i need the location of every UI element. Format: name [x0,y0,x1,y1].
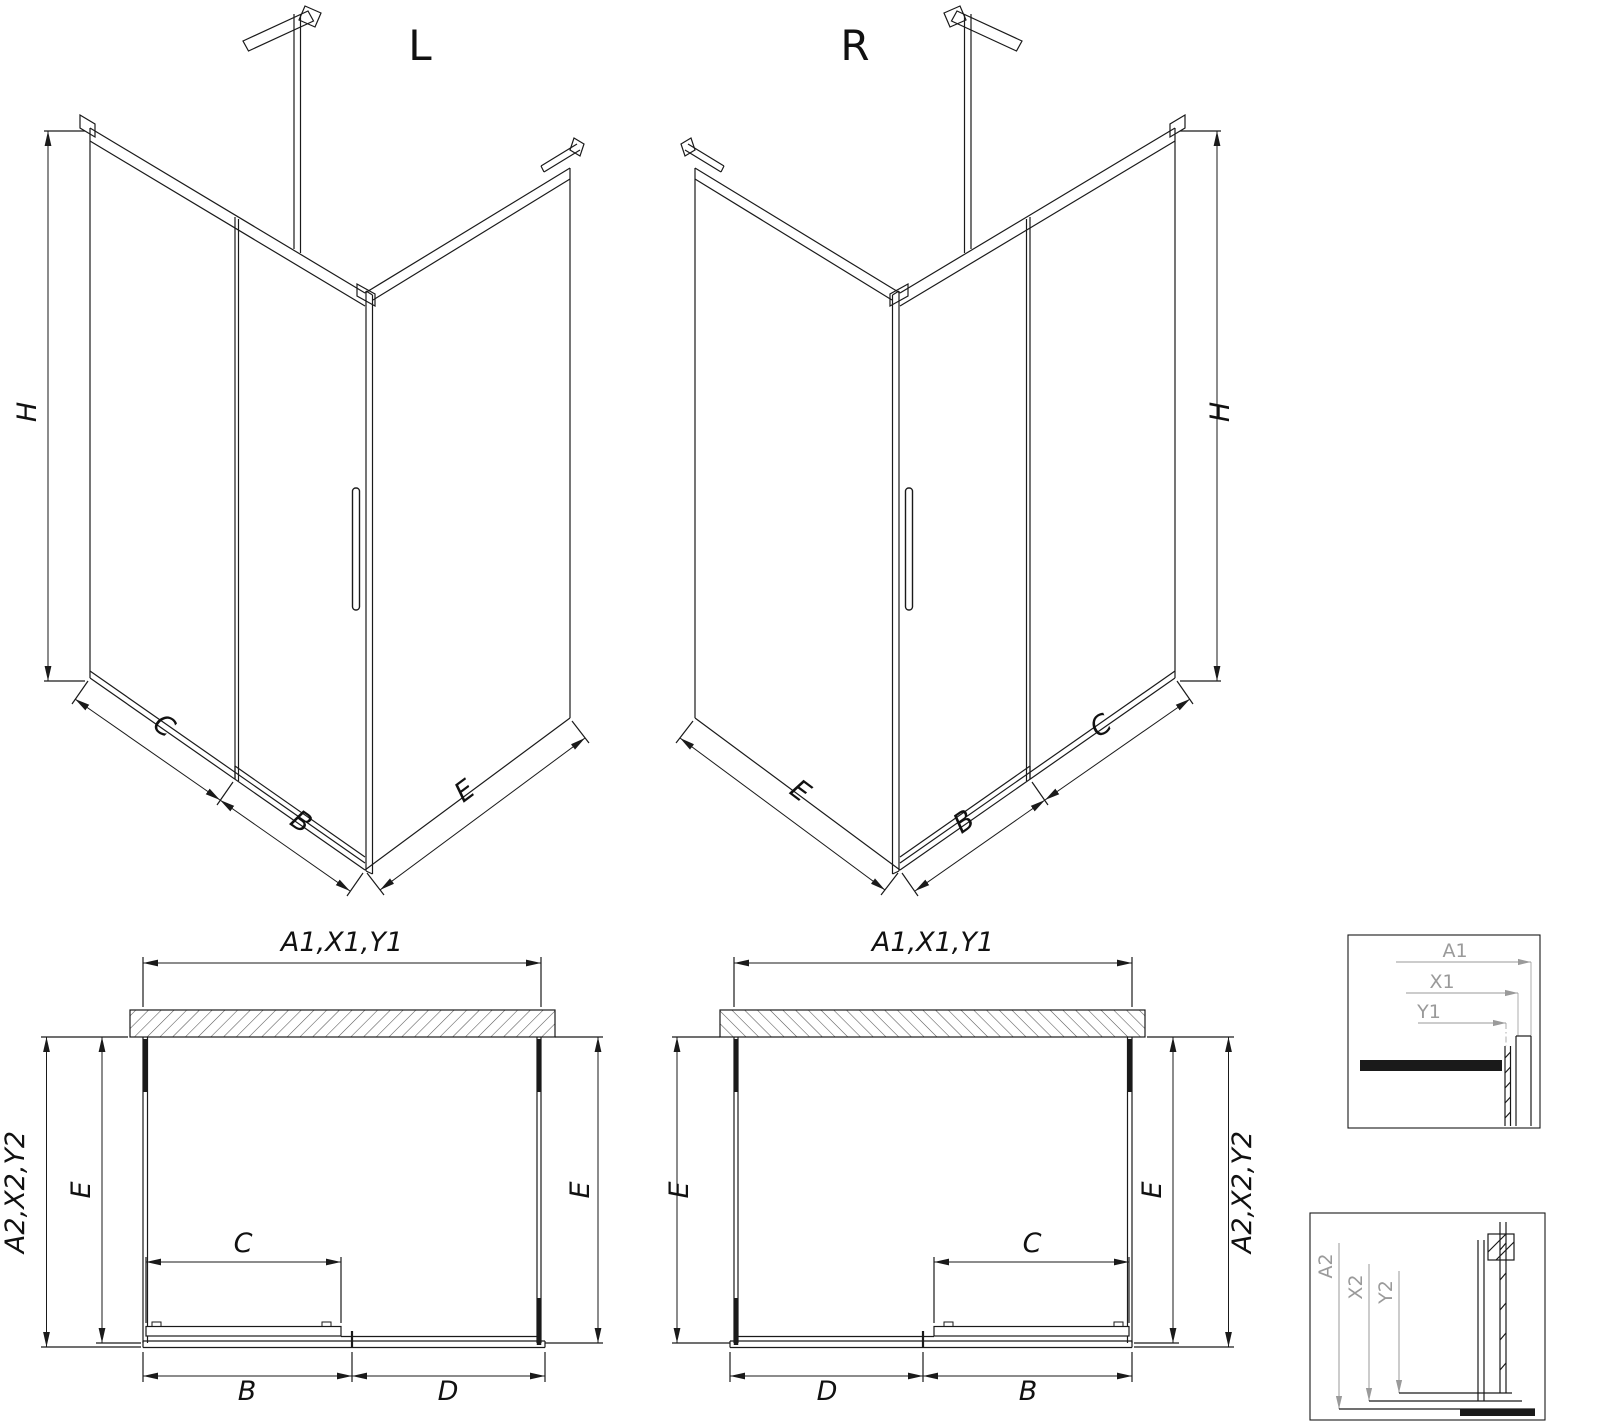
dim-label-h: H [12,402,43,422]
dim-label-a2x2y2: A2,X2,Y2 [0,1131,31,1255]
dim-label-h: H [1205,402,1236,422]
dim-label-x2: X2 [1345,1274,1367,1299]
dim-label-a1x1y1: A1,X1,Y1 [870,927,994,958]
detail-view-top-profile: A1 X1 Y1 [1347,934,1541,1129]
view-label-left: L [408,21,432,70]
iso-view-left: L H C B E [12,6,589,896]
dim-label-y1: Y1 [1416,1001,1441,1023]
dim-label-a2: A2 [1315,1253,1337,1278]
view-label-right: R [840,21,869,70]
plan-view-right: A1,X1,Y1 E E A2,X2,Y2 C B D [664,927,1258,1407]
dim-label-d: D [817,1376,838,1407]
dim-label-e: E [449,774,481,809]
rail-section [1360,1060,1502,1071]
dim-label-c: C [234,1228,253,1259]
dim-label-b: B [238,1376,257,1407]
dim-label-e: E [784,774,816,809]
track-section [1460,1409,1535,1416]
dim-label-e-right: E [565,1181,596,1198]
dim-label-b: B [1019,1376,1038,1407]
dim-label-c: C [1023,1228,1042,1259]
dim-label-e-left: E [664,1181,695,1198]
detail-view-bottom-profile: A2 X2 Y2 [1309,1212,1546,1421]
detail-box [1309,1212,1546,1421]
dim-label-e-left: E [66,1181,97,1198]
plan-view-left: A1,X1,Y1 A2,X2,Y2 E E C B D [0,927,603,1407]
detail-box [1347,934,1541,1129]
iso-view-right: R H C B E [676,6,1236,896]
dim-label-b: B [948,804,981,840]
dim-label-y2: Y2 [1375,1280,1397,1305]
dim-label-d: D [438,1376,459,1407]
dim-label-e-right: E [1137,1181,1168,1198]
dim-label-c: C [147,708,180,744]
dim-label-b: B [284,804,317,840]
dim-label-c: C [1085,708,1118,744]
dim-label-a2x2y2: A2,X2,Y2 [1227,1131,1258,1255]
dim-label-x1: X1 [1429,971,1454,993]
dim-label-a1: A1 [1442,940,1467,962]
dim-label-a1x1y1: A1,X1,Y1 [279,927,403,958]
